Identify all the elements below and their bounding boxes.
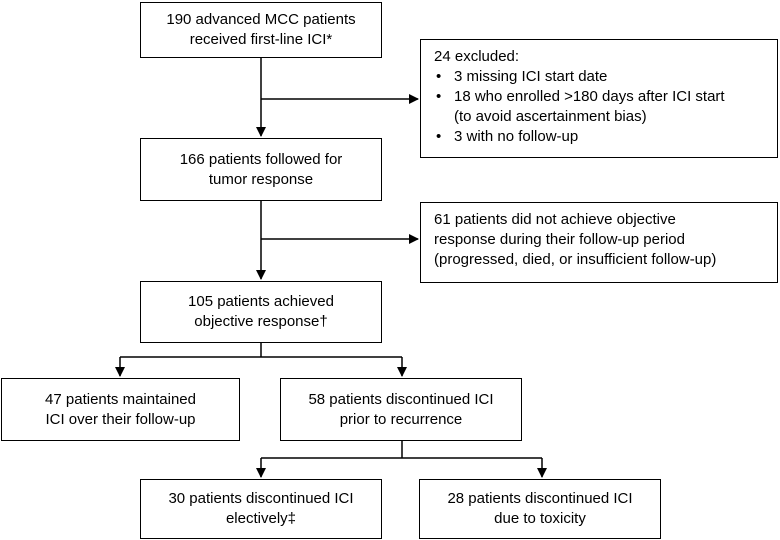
elective-line-2: electively‡	[225, 510, 297, 527]
excluded-reason-item: 3 missing ICI start date	[434, 67, 767, 87]
elective-discontinuation-box: 30 patients discontinued ICI electively‡	[140, 479, 382, 539]
discontinued-line-1: 58 patients discontinued ICI	[308, 390, 494, 408]
elective-line-1: 30 patients discontinued ICI	[168, 490, 354, 507]
maintained-line-2: ICI over their follow-up	[45, 410, 196, 428]
initial-cohort-line-1: 190 advanced MCC patients	[166, 11, 356, 28]
maintained-box: 47 patients maintained ICI over their fo…	[1, 378, 240, 441]
responded-box: 105 patients achieved objective response…	[140, 281, 382, 343]
excluded-reason-text: 18 who enrolled >180 days after ICI star…	[454, 88, 725, 105]
initial-cohort-box: 190 advanced MCC patients received first…	[140, 2, 382, 58]
excluded-reason-text: 3 with no follow-up	[454, 128, 579, 145]
followed-line-1: 166 patients followed for	[179, 150, 343, 168]
no-response-box: 61 patients did not achieve objective re…	[420, 202, 778, 283]
no-response-line-3: (progressed, died, or insufficient follo…	[434, 251, 717, 268]
toxicity-line-1: 28 patients discontinued ICI	[447, 490, 633, 507]
excluded-reason-item: 18 who enrolled >180 days after ICI star…	[434, 87, 767, 127]
excluded-reason-text: 3 missing ICI start date	[454, 68, 608, 85]
initial-cohort-line-2: received first-line ICI*	[189, 31, 333, 48]
excluded-reason-item: 3 with no follow-up	[434, 127, 767, 147]
toxicity-line-2: due to toxicity	[494, 510, 586, 527]
responded-line-1: 105 patients achieved	[188, 293, 334, 310]
excluded-reason-text-continued: (to avoid ascertainment bias)	[454, 108, 647, 125]
followed-box: 166 patients followed for tumor response	[140, 138, 382, 201]
discontinued-box: 58 patients discontinued ICI prior to re…	[280, 378, 522, 441]
no-response-line-2: response during their follow-up period	[434, 231, 685, 248]
no-response-line-1: 61 patients did not achieve objective	[434, 211, 676, 228]
maintained-line-1: 47 patients maintained	[45, 390, 196, 408]
responded-line-2: objective response†	[194, 313, 328, 330]
excluded-reasons-list: 3 missing ICI start date 18 who enrolled…	[434, 67, 767, 147]
discontinued-line-2: prior to recurrence	[339, 410, 463, 428]
toxicity-discontinuation-box: 28 patients discontinued ICI due to toxi…	[419, 479, 661, 539]
followed-line-2: tumor response	[208, 170, 314, 188]
excluded-box: 24 excluded: 3 missing ICI start date 18…	[420, 39, 778, 158]
excluded-title: 24 excluded:	[434, 48, 520, 65]
